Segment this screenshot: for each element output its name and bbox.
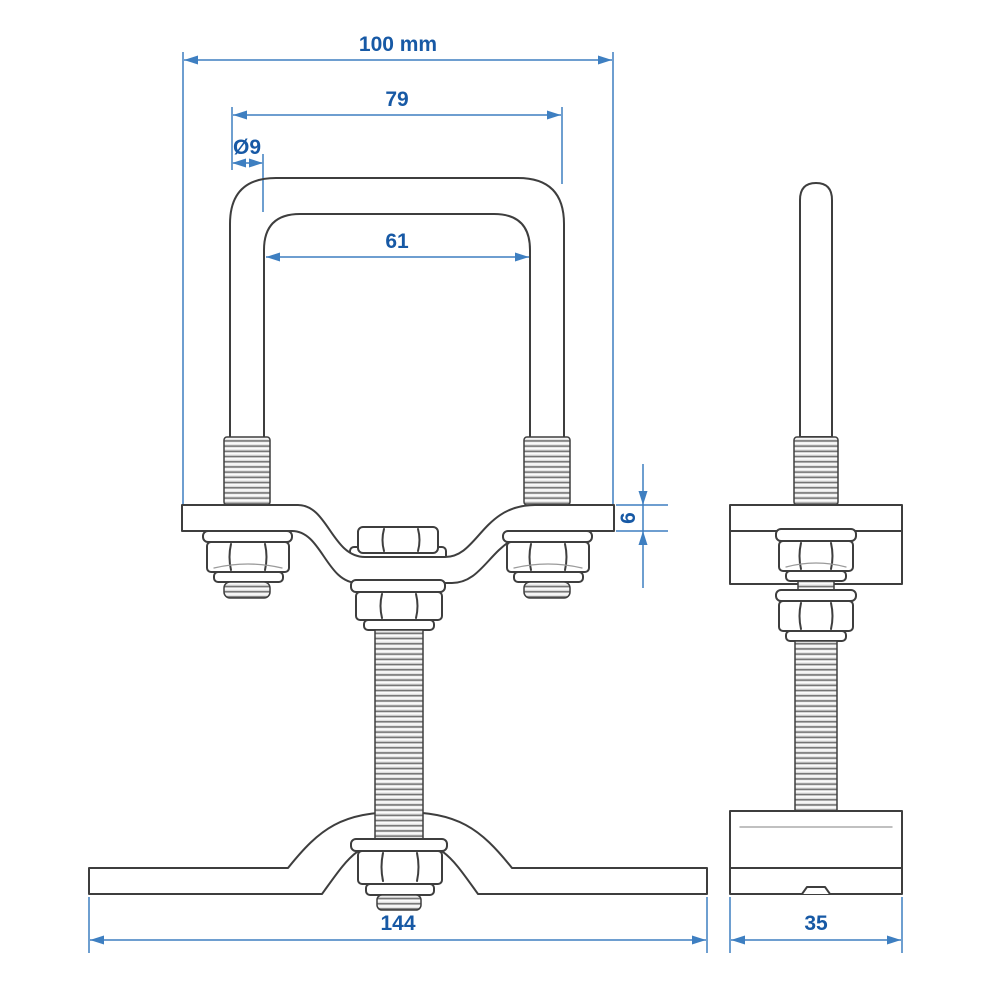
arrowhead-right: [887, 935, 901, 945]
hex-nut: [355, 591, 443, 621]
nut-facet: [830, 542, 834, 570]
side-view: 35: [729, 182, 903, 953]
nut-flange: [513, 571, 584, 583]
thread-stub: [223, 581, 271, 599]
hex-nut: [357, 850, 443, 885]
arrowhead-left: [266, 252, 280, 262]
thread-stub: [376, 894, 422, 911]
nut-chamfer: [513, 563, 583, 569]
front-view: 100 mm 79 Ø9 61: [88, 33, 708, 953]
threaded-rod-front: [374, 629, 424, 846]
side-block-body: [729, 810, 903, 895]
hex-nut: [778, 600, 854, 632]
nut-flange: [213, 571, 284, 583]
nut-facet: [798, 542, 802, 570]
dim-label-base-length: 144: [380, 912, 415, 935]
dim-ubolt-inner-width: 61: [266, 230, 529, 262]
arrowhead-left: [232, 158, 246, 168]
side-block-notch: [801, 886, 831, 895]
arrowhead-right: [515, 252, 529, 262]
nut-stack-left: [202, 530, 293, 599]
dim-plate-thickness: 6: [616, 464, 668, 588]
nut-chamfer: [785, 562, 847, 568]
dim-label-side-depth: 35: [804, 912, 828, 935]
washer: [775, 528, 857, 542]
bolt-head-facet: [381, 528, 385, 552]
washer: [350, 579, 446, 593]
nut-facet: [415, 593, 419, 619]
side-nut-stack-lower: [775, 589, 857, 642]
nut-facet: [564, 543, 568, 571]
arrowhead-left: [184, 55, 198, 65]
arrowhead-left: [90, 935, 104, 945]
arrowhead-right: [249, 158, 263, 168]
nut-facet: [830, 602, 834, 630]
arrowhead-left: [233, 110, 247, 120]
dim-label-ubolt-outer-width: 79: [385, 88, 408, 111]
side-rod-thread-lower: [794, 640, 838, 814]
nut-flange: [365, 883, 435, 896]
washer: [350, 838, 448, 852]
u-bolt-outer-edge: [229, 177, 565, 506]
washer: [202, 530, 293, 543]
nut-facet: [228, 543, 232, 571]
nut-facet: [528, 543, 532, 571]
nut-facet: [416, 852, 420, 882]
u-bolt-thread-right: [523, 436, 571, 506]
u-bolt: [229, 177, 565, 506]
base-nut-stack: [350, 838, 448, 911]
thread-stub: [523, 581, 571, 599]
dim-label-rod-diameter: Ø9: [233, 136, 261, 159]
thread-stub: [797, 580, 835, 591]
nut-chamfer: [213, 563, 283, 569]
arrowhead-up: [638, 531, 648, 545]
nut-facet: [798, 602, 802, 630]
dim-label-overall-width: 100 mm: [359, 33, 437, 56]
dim-base-length: 144: [88, 897, 708, 953]
side-nut-stack-upper: [775, 528, 857, 591]
center-nut-stack: [350, 579, 446, 631]
dim-rod-diameter: Ø9: [232, 136, 264, 212]
dim-label-ubolt-inner-width: 61: [385, 230, 409, 253]
arrowhead-left: [731, 935, 745, 945]
saddle-plate: [181, 504, 615, 584]
nut-facet: [379, 593, 383, 619]
side-block: [729, 810, 903, 895]
nut-flange: [785, 630, 847, 642]
washer: [502, 530, 593, 543]
arrowhead-down: [638, 491, 648, 505]
center-bolt-head: [349, 526, 447, 561]
arrowhead-right: [598, 55, 612, 65]
nut-facet: [264, 543, 268, 571]
washer: [775, 589, 857, 602]
bolt-head-hex: [357, 526, 439, 554]
nut-facet: [380, 852, 384, 882]
u-bolt-thread-left: [223, 436, 271, 506]
nut-stack-right: [502, 530, 593, 599]
nut-flange: [785, 570, 847, 582]
arrowhead-right: [692, 935, 706, 945]
nut-flange: [363, 619, 435, 631]
arrowhead-right: [547, 110, 561, 120]
side-rod-thread-upper: [793, 436, 839, 506]
dim-ubolt-outer-width: 79: [231, 88, 563, 184]
bolt-head-facet: [417, 528, 421, 552]
dim-side-depth: 35: [729, 897, 903, 953]
dim-overall-width: 100 mm: [182, 33, 614, 505]
u-bolt-inner-edge: [263, 213, 531, 506]
side-rod: [799, 182, 833, 438]
dim-label-plate-thickness: 6: [617, 512, 640, 524]
